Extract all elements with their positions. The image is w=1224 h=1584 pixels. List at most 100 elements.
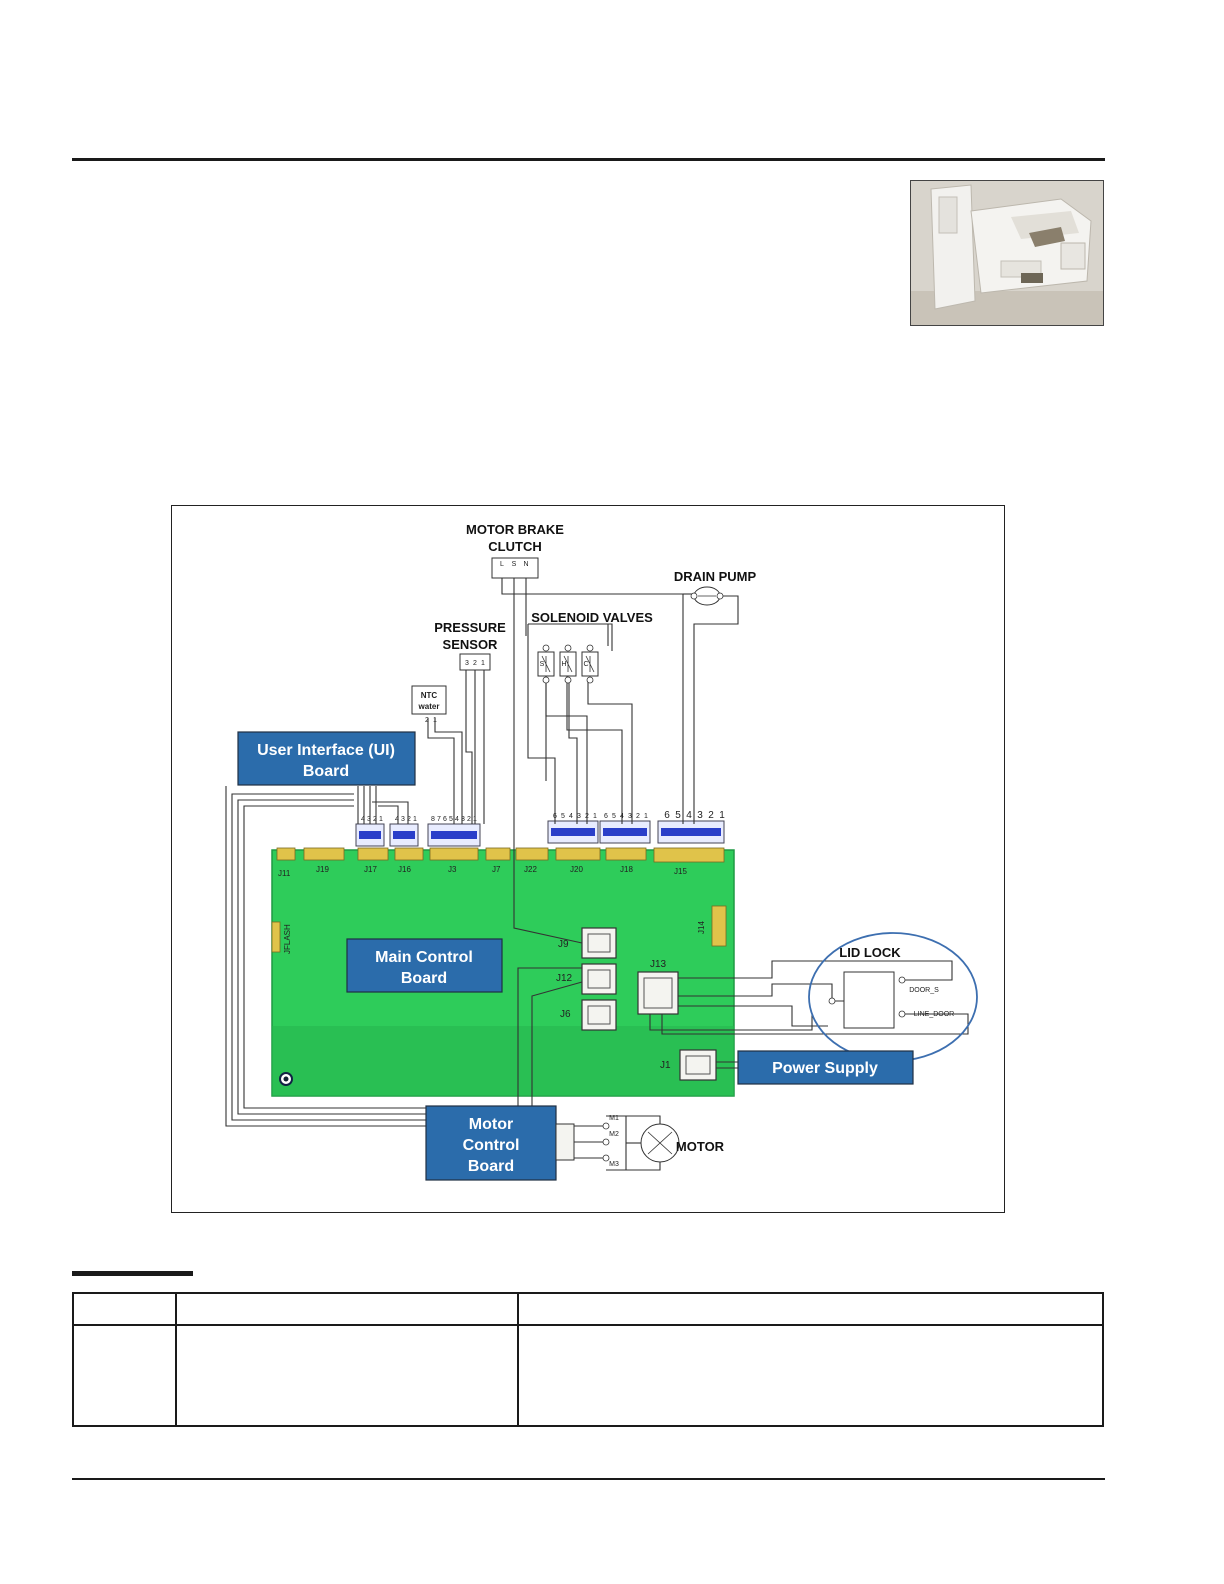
pin-j3-3: 3 bbox=[461, 816, 465, 823]
conn-label-j13: J13 bbox=[650, 959, 667, 970]
pin-j3-2: 2 bbox=[467, 816, 471, 823]
pin-j16-2: 2 bbox=[407, 816, 411, 823]
pin-j20-5: 5 bbox=[561, 813, 565, 820]
pin-j3-5: 5 bbox=[449, 816, 453, 823]
pin-j15-2: 2 bbox=[708, 810, 714, 821]
pin-valve-s: S bbox=[540, 661, 545, 668]
conn-label-j20: J20 bbox=[570, 865, 583, 874]
label-line-door: LINE_DOOR bbox=[914, 1011, 954, 1018]
pin-j15-1: 1 bbox=[719, 810, 725, 821]
pressure-sensor-terminal bbox=[459, 653, 491, 671]
lid-lock-photo bbox=[910, 180, 1104, 326]
pin-pressure-3: 3 bbox=[465, 660, 469, 667]
connector-j17-j16 bbox=[355, 823, 419, 847]
label-ntc-water: water bbox=[418, 702, 440, 711]
conn-label-j12: J12 bbox=[556, 973, 573, 984]
label-lid-lock: LID LOCK bbox=[839, 945, 901, 960]
label-m1: M1 bbox=[609, 1115, 619, 1122]
pin-j17-3: 3 bbox=[367, 816, 371, 823]
ui-board-box bbox=[237, 731, 416, 786]
motor-brake-clutch-terminal bbox=[491, 557, 539, 579]
pin-j3-7: 7 bbox=[437, 816, 441, 823]
pin-j20-4: 4 bbox=[569, 813, 573, 820]
connector-j13 bbox=[637, 971, 679, 1015]
conn-label-j6: J6 bbox=[560, 1009, 571, 1020]
pin-brake-s: S bbox=[512, 561, 517, 568]
pin-j20-3: 3 bbox=[577, 813, 581, 820]
pin-j18-2: 2 bbox=[636, 813, 640, 820]
main-board-line2: Board bbox=[401, 970, 447, 987]
conn-label-j1: J1 bbox=[660, 1060, 671, 1071]
conn-label-j14: J14 bbox=[697, 921, 706, 934]
pin-brake-l: L bbox=[500, 561, 504, 568]
pin-j3-8: 8 bbox=[431, 816, 435, 823]
pin-j16-1: 1 bbox=[413, 816, 417, 823]
conn-label-j22: J22 bbox=[524, 865, 537, 874]
table-cell bbox=[72, 1324, 177, 1427]
pin-j18-6: 6 bbox=[604, 813, 608, 820]
label-door-s: DOOR_S bbox=[909, 987, 939, 994]
table-cell bbox=[517, 1324, 1104, 1427]
pin-j3-4: 4 bbox=[455, 816, 459, 823]
pin-j18-5: 5 bbox=[612, 813, 616, 820]
pin-j3-6: 6 bbox=[443, 816, 447, 823]
label-pressure: PRESSURE bbox=[434, 620, 506, 635]
conn-label-j7: J7 bbox=[492, 865, 501, 874]
section-rule bbox=[72, 1271, 193, 1276]
pin-ntc-2: 2 bbox=[425, 717, 429, 724]
pin-ntc-1: 1 bbox=[433, 717, 437, 724]
label-solenoid-valves: SOLENOID VALVES bbox=[531, 610, 653, 625]
motor-control-line1: Motor bbox=[469, 1116, 513, 1133]
table-header-row bbox=[72, 1292, 1104, 1326]
motor-control-box bbox=[425, 1105, 557, 1181]
lid-lock-switch bbox=[843, 971, 895, 1029]
ui-board-line2: Board bbox=[303, 763, 349, 780]
motor-control-line3: Board bbox=[468, 1158, 514, 1175]
connector-j15 bbox=[657, 820, 725, 844]
top-rule bbox=[72, 158, 1105, 161]
conn-label-j16: J16 bbox=[398, 865, 411, 874]
conn-label-j17: J17 bbox=[364, 865, 377, 874]
conn-label-j15: J15 bbox=[674, 867, 687, 876]
pin-j15-5: 5 bbox=[675, 810, 681, 821]
power-supply-label: Power Supply bbox=[772, 1060, 878, 1077]
ntc-water-terminal bbox=[411, 685, 447, 715]
pin-j17-1: 1 bbox=[379, 816, 383, 823]
conn-label-j3: J3 bbox=[448, 865, 457, 874]
table-cell bbox=[175, 1324, 519, 1427]
conn-label-j18: J18 bbox=[620, 865, 633, 874]
label-m3: M3 bbox=[609, 1161, 619, 1168]
conn-label-j19: J19 bbox=[316, 865, 329, 874]
pin-valve-h: H bbox=[561, 661, 566, 668]
pin-j18-1: 1 bbox=[644, 813, 648, 820]
pin-valve-c: C bbox=[583, 661, 588, 668]
label-ntc: NTC bbox=[421, 691, 438, 700]
pin-j20-1: 1 bbox=[593, 813, 597, 820]
label-motor: MOTOR bbox=[676, 1139, 725, 1154]
label-drain-pump: DRAIN PUMP bbox=[674, 569, 757, 584]
pin-pressure-2: 2 bbox=[473, 660, 477, 667]
pin-j15-4: 4 bbox=[686, 810, 692, 821]
pin-pressure-1: 1 bbox=[481, 660, 485, 667]
table-row bbox=[72, 1324, 1104, 1427]
connector-j6 bbox=[581, 999, 617, 1031]
bottom-rule bbox=[72, 1478, 1105, 1480]
conn-label-jflash: JFLASH bbox=[283, 924, 292, 954]
connector-j1 bbox=[679, 1049, 717, 1081]
connector-j12 bbox=[581, 963, 617, 995]
pin-j15-3: 3 bbox=[697, 810, 703, 821]
main-board-box bbox=[346, 938, 503, 993]
info-table bbox=[72, 1292, 1104, 1427]
label-clutch: CLUTCH bbox=[488, 539, 541, 554]
ui-board-line1: User Interface (UI) bbox=[257, 742, 395, 759]
conn-label-j9: J9 bbox=[558, 939, 569, 950]
pin-brake-n: N bbox=[523, 561, 528, 568]
label-m2: M2 bbox=[609, 1131, 619, 1138]
table-header-cell bbox=[517, 1292, 1104, 1326]
pin-j16-3: 3 bbox=[401, 816, 405, 823]
connector-j9 bbox=[581, 927, 617, 959]
wiring-diagram: J1 1 J19 J17 J16 J3 J7 J22 J20 J18 J15 J1… bbox=[171, 505, 1005, 1213]
connector-j3 bbox=[427, 823, 481, 847]
label-sensor: SENSOR bbox=[443, 637, 499, 652]
main-board-line1: Main Control bbox=[375, 949, 473, 966]
